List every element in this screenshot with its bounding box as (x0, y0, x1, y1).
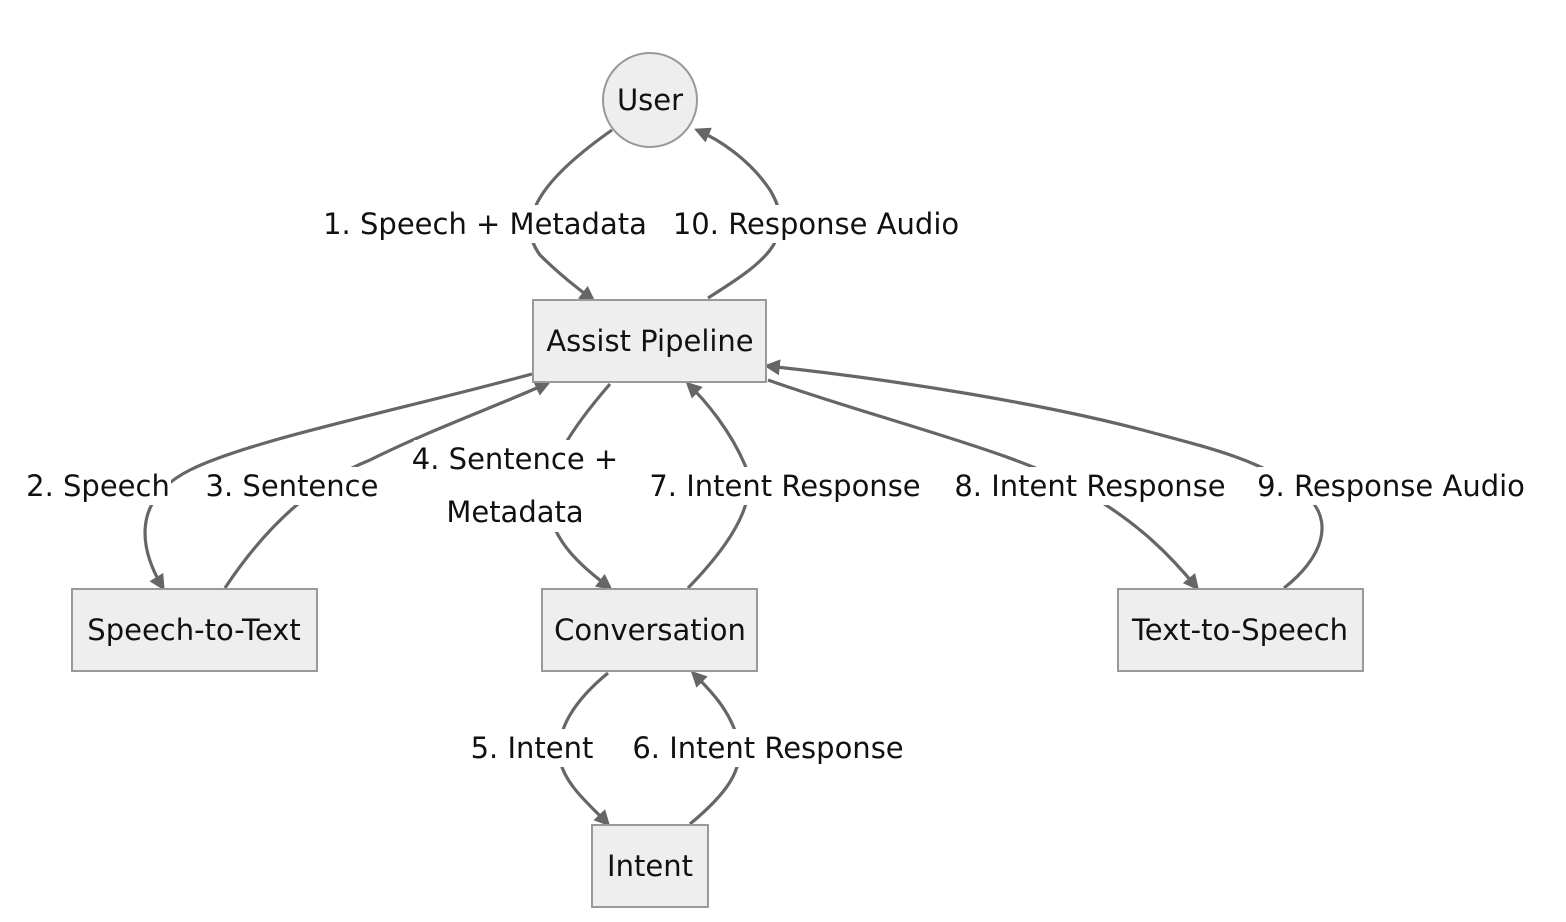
edge-label-8: 8. Intent Response (954, 469, 1225, 503)
label-bg (414, 440, 616, 532)
node-user-label: User (617, 83, 683, 117)
node-user[interactable]: User (602, 52, 698, 148)
label-bg (25, 467, 171, 505)
edge-label-7: 7. Intent Response (649, 469, 920, 503)
node-assist-pipeline-shape (532, 299, 767, 383)
edge-3-sentence (223, 381, 551, 589)
edge-label-4-line2: Metadata (446, 495, 583, 529)
label-bg (467, 729, 598, 767)
node-conversation-label: Conversation (554, 613, 746, 647)
edge-label-6: 6. Intent Response (632, 731, 903, 765)
label-bg (204, 467, 382, 505)
node-speech-to-text-shape (71, 588, 318, 672)
node-intent-shape (591, 824, 709, 908)
node-intent[interactable]: Intent (591, 824, 709, 908)
node-conversation-shape (541, 588, 758, 672)
node-text-to-speech-shape (1117, 588, 1364, 672)
label-bg (632, 729, 904, 767)
node-assist-pipeline[interactable]: Assist Pipeline (532, 299, 767, 383)
node-conversation[interactable]: Conversation (541, 588, 758, 672)
label-bg (328, 205, 643, 243)
node-speech-to-text-label: Speech-to-Text (87, 613, 300, 647)
edge-label-3: 3. Sentence (206, 469, 379, 503)
label-bg (649, 467, 921, 505)
edge-7-intent-response (685, 381, 751, 590)
node-assist-pipeline-label: Assist Pipeline (546, 324, 753, 358)
nodes: User Assist Pipeline Speech-to-Text Conv… (71, 52, 1364, 908)
node-intent-label: Intent (607, 849, 693, 883)
edge-9-response-audio (763, 359, 1324, 590)
label-bg (676, 205, 956, 243)
edge-10-response-audio (694, 127, 782, 300)
edge-label-5: 5. Intent (471, 731, 594, 765)
node-text-to-speech[interactable]: Text-to-Speech (1117, 588, 1364, 672)
edge-label-2: 2. Speech (26, 469, 170, 503)
edge-2-speech (143, 372, 533, 591)
label-bg (1258, 467, 1524, 505)
node-speech-to-text[interactable]: Speech-to-Text (71, 588, 318, 672)
edge-label-10: 10. Response Audio (673, 207, 959, 241)
edge-label-4-line1: 4. Sentence + (412, 442, 618, 476)
edge-label-1: 1. Speech + Metadata (323, 207, 647, 241)
label-bg (954, 467, 1226, 505)
node-text-to-speech-label: Text-to-Speech (1131, 613, 1348, 647)
edge-labels: 1. Speech + Metadata 10. Response Audio … (25, 205, 1525, 767)
edge-label-9: 9. Response Audio (1257, 469, 1525, 503)
node-user-shape (602, 52, 698, 148)
